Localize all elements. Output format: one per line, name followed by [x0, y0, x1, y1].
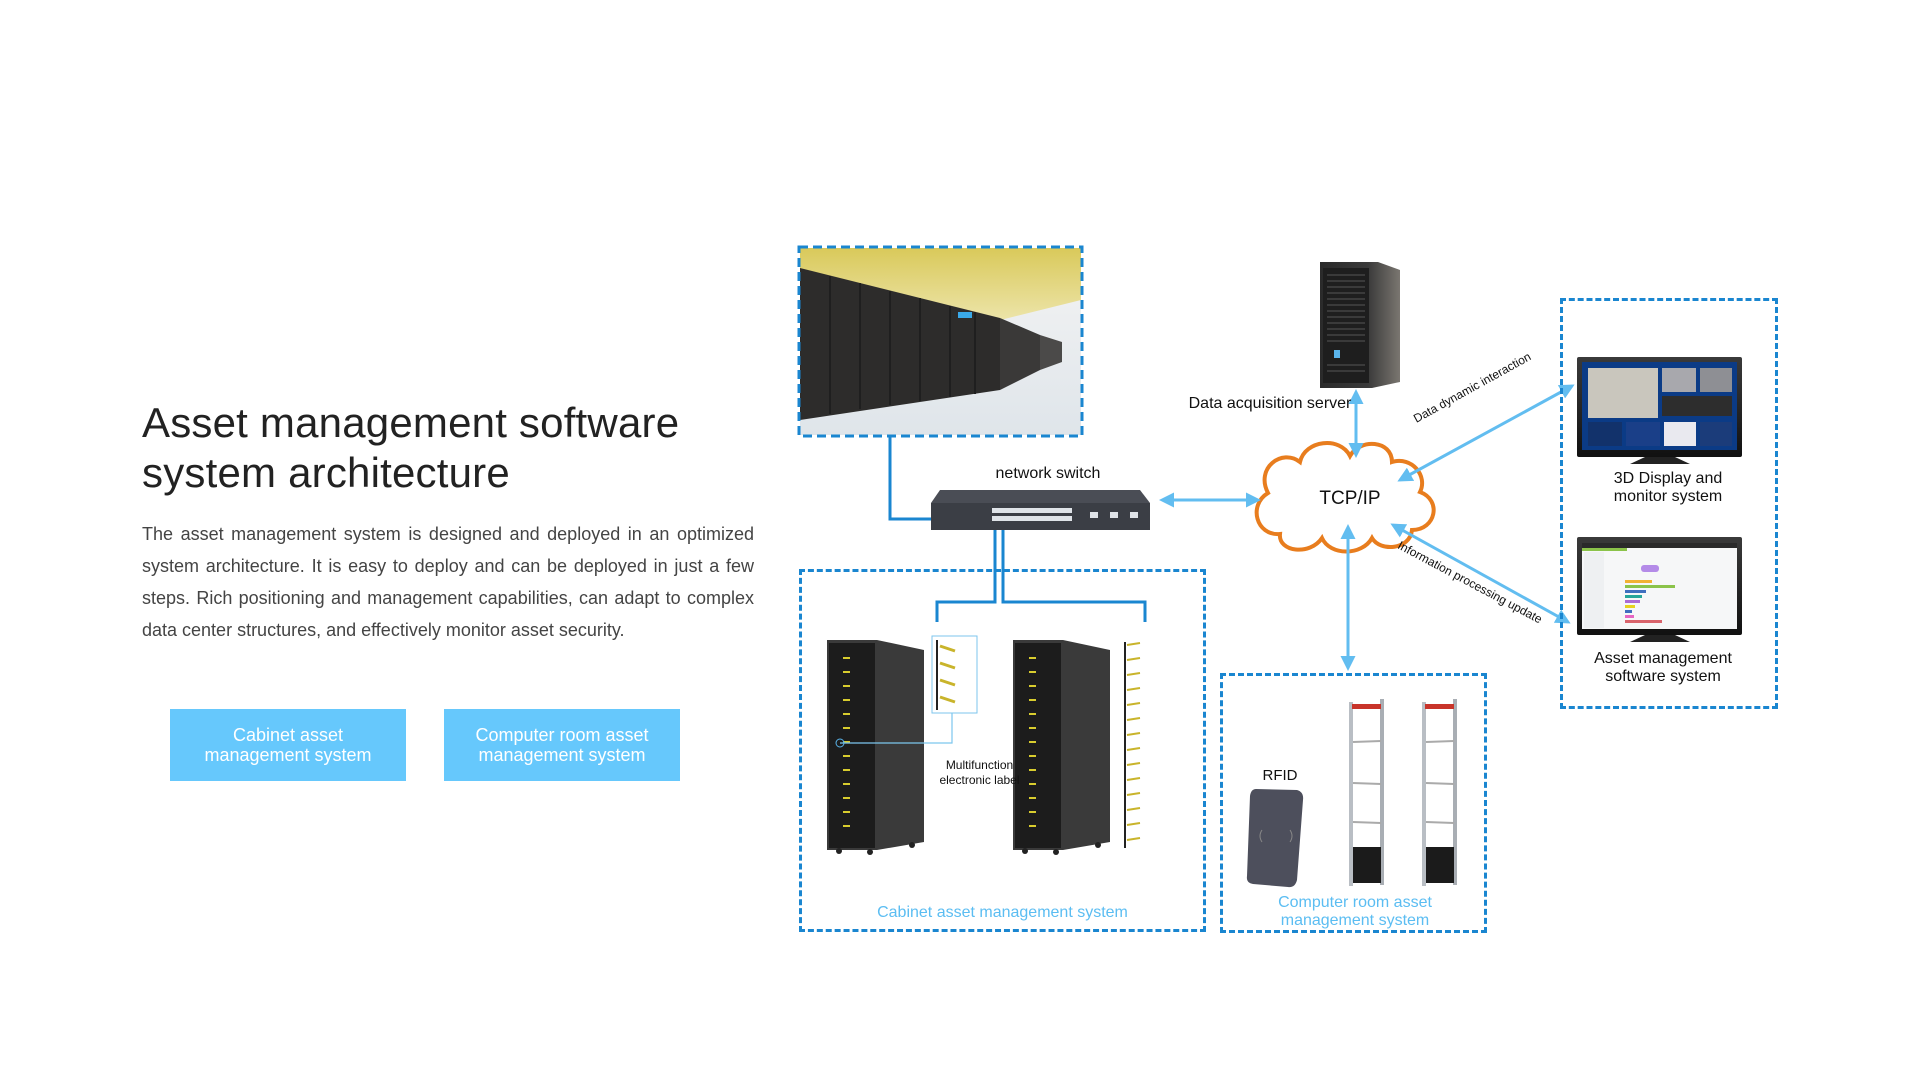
computer-room-system-caption: Computer room asset management system [1278, 894, 1432, 929]
rfid-label: RFID [1262, 767, 1298, 784]
cloud-software-arrow [1390, 523, 1571, 624]
electronic-label-inset [835, 635, 978, 748]
rfid-gate-1-icon [1349, 699, 1384, 886]
software-system-box [1560, 298, 1778, 709]
electronic-label-caption: Multifunction electronic label [939, 758, 1020, 787]
cloud-label: TCP/IP [1319, 488, 1381, 509]
cabinet-system-caption: Cabinet asset management system [877, 904, 1128, 921]
asset-software-label: Asset management software system [1594, 650, 1732, 685]
server-tower-icon [1320, 262, 1400, 388]
rfid-gate-2-icon [1422, 699, 1457, 886]
cloud-3d-display-arrow [1397, 384, 1575, 482]
server-label: Data acquisition server [1188, 395, 1352, 412]
network-switch-icon [931, 490, 1150, 530]
3d-display-monitor-icon [1577, 357, 1742, 464]
server-cabinet-1-icon [827, 640, 924, 855]
electronic-label-strip [1124, 642, 1141, 848]
cabinet-system-box [799, 569, 1206, 932]
computer-room-asset-management-button[interactable]: Computer room asset management system [444, 709, 680, 781]
data-center-photo [800, 248, 1081, 435]
server-cabinet-2-icon [1013, 640, 1110, 855]
asset-software-monitor-icon [1577, 537, 1742, 642]
switch-cabinet2-link [1001, 530, 1147, 622]
rfid-reader-icon [1246, 789, 1304, 888]
photo-switch-link [888, 437, 935, 521]
3d-display-label: 3D Display and monitor system [1613, 470, 1723, 505]
switch-cabinet1-link [935, 530, 997, 622]
page-description: The asset management system is designed … [142, 524, 754, 640]
cabinet-asset-management-button[interactable]: Cabinet asset management system [170, 709, 406, 781]
photo-dashed-frame [797, 245, 1084, 438]
computer-room-system-box [1220, 673, 1487, 933]
page-title: Asset management software system archite… [142, 399, 680, 496]
network-switch-label: network switch [995, 465, 1101, 482]
cloud-icon [1254, 441, 1436, 554]
